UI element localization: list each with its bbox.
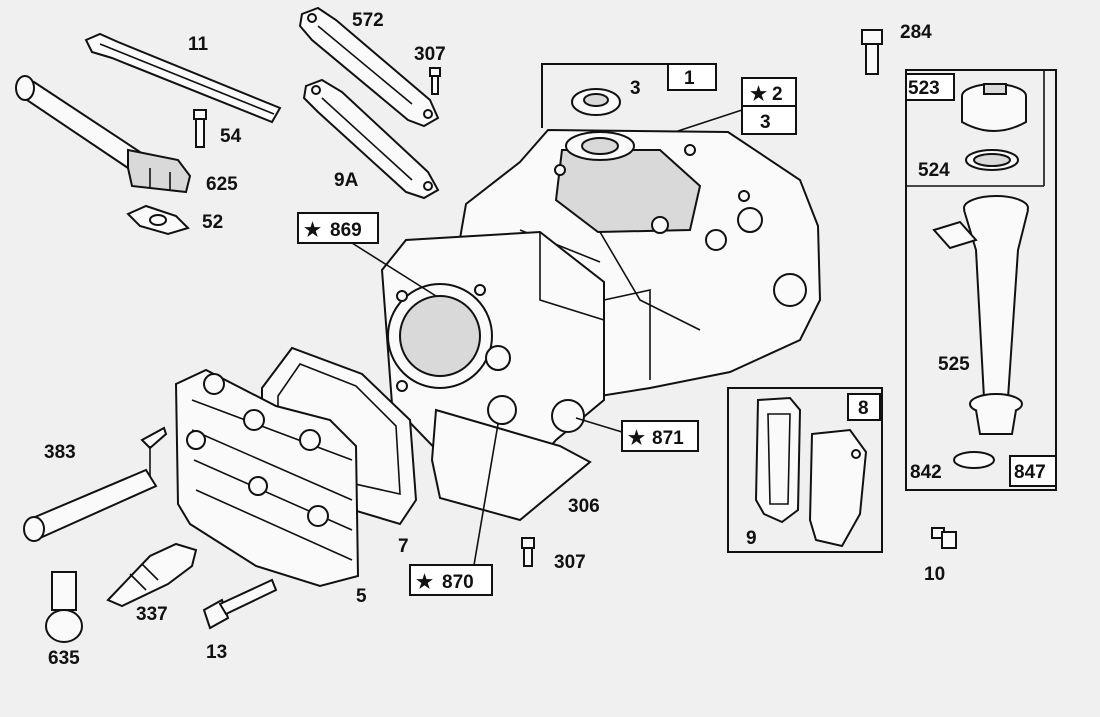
label-11: 11	[188, 34, 209, 55]
label-52: 52	[202, 212, 223, 233]
kit-box-870	[409, 423, 499, 596]
label-337: 337	[136, 604, 168, 625]
spark-plug-wrench-part	[23, 426, 168, 542]
label-307-bottom: 307	[554, 552, 586, 573]
label-13: 13	[206, 642, 227, 663]
label-306: 306	[568, 496, 600, 517]
label-635: 635	[48, 648, 80, 669]
cylinder-head-5-part	[174, 368, 360, 588]
label-7: 7	[398, 536, 409, 557]
label-10: 10	[924, 564, 945, 585]
oil-cap-523-part	[961, 83, 1027, 132]
label-1: 1	[684, 68, 695, 89]
label-524: 524	[918, 160, 950, 181]
screw-307-top-part	[429, 67, 441, 95]
gasket-572-part	[298, 6, 440, 128]
breather-8-part	[808, 428, 868, 548]
label-284: 284	[900, 22, 932, 43]
star-870: ★	[416, 572, 433, 593]
spark-plug-337-part	[106, 542, 198, 608]
star-2: ★	[750, 84, 767, 105]
label-9: 9	[746, 528, 757, 549]
star-871: ★	[628, 428, 645, 449]
label-523: 523	[908, 78, 940, 99]
label-842: 842	[910, 462, 942, 483]
label-2: 2	[772, 84, 783, 105]
gasket-9a-part	[302, 78, 440, 200]
breather-tube-part	[15, 75, 192, 194]
terminal-635-part	[45, 571, 83, 643]
label-8: 8	[858, 398, 869, 419]
screw-54-part	[193, 109, 207, 148]
label-3-seal: 3	[630, 78, 641, 99]
o-ring-524-part	[965, 149, 1019, 171]
plug-284-part	[861, 29, 883, 75]
label-9a: 9A	[334, 170, 359, 191]
label-871: 871	[652, 428, 684, 449]
kit-box-1	[541, 63, 717, 128]
seal-3-part	[571, 88, 621, 116]
label-383: 383	[44, 442, 76, 463]
dipstick-tube-part	[84, 32, 282, 124]
breather-gasket-9-part	[754, 396, 802, 524]
label-870: 870	[442, 572, 474, 593]
label-307-top: 307	[414, 44, 446, 65]
star-869: ★	[304, 220, 321, 241]
label-525: 525	[938, 354, 970, 375]
bolt-13-part	[202, 578, 278, 630]
label-847: 847	[1014, 462, 1046, 483]
kit-box-8	[727, 387, 883, 553]
kit-box-847	[905, 69, 1057, 491]
label-625: 625	[206, 174, 238, 195]
label-5: 5	[356, 586, 367, 607]
label-572: 572	[352, 10, 384, 31]
kit-box-869	[297, 212, 437, 297]
gasket-306-part	[430, 408, 592, 522]
label-869: 869	[330, 220, 362, 241]
oil-fill-tube-525-part	[932, 195, 1029, 435]
gasket-52-part	[126, 204, 190, 236]
cylinder-block-part	[380, 128, 822, 476]
screw-10-part	[931, 527, 957, 549]
screw-307-bottom-part	[521, 537, 535, 567]
label-54: 54	[220, 126, 242, 147]
o-ring-842-part	[953, 451, 995, 469]
label-3-box: 3	[760, 112, 771, 133]
kit-box-871	[575, 417, 699, 452]
